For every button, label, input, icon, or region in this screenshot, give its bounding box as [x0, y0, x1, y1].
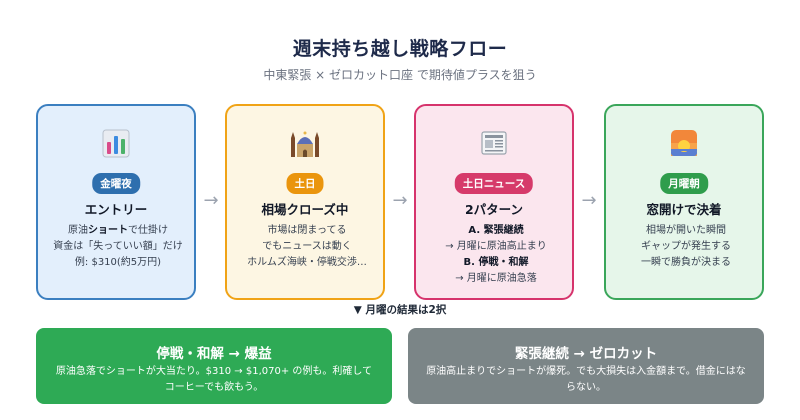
step-badge: 土日 [286, 173, 324, 194]
diagram-title: 週末持ち越し戦略フロー [292, 38, 508, 60]
step-line: 市場は閉まってる [267, 225, 347, 236]
flow-arrow: → [392, 190, 408, 211]
result-note: ▼ 月曜の結果は2択 [353, 304, 447, 316]
emphasis-text: ショート [88, 225, 128, 236]
sunrise-icon [606, 126, 762, 160]
step-line: ギャップが発生する [641, 241, 731, 252]
step-description: 原油ショートで仕掛け 資金は「失っていい額」だけ 例: $310(約5万円) [48, 223, 188, 271]
step-line: 例: $310(約5万円) [74, 257, 162, 268]
step-card-market-closed: 土日 相場クローズ中 市場は閉まってる でもニュースは動く ホルムズ海峡・停戦交… [225, 104, 385, 300]
step-title: 相場クローズ中 [261, 202, 349, 217]
step-badge: 土日ニュース [454, 173, 534, 194]
step-line: 一瞬で勝負が決まる [641, 257, 731, 268]
scenario-b-label: B. 停戦・和解 [463, 257, 529, 268]
step-title: 窓開けで決着 [646, 202, 722, 217]
diagram-subtitle: 中東緊張 × ゼロカット口座 で期待値プラスを狙う [263, 68, 537, 82]
flow-arrow: → [203, 190, 219, 211]
scenario-a-label: A. 緊張継続 [468, 225, 524, 236]
bar-chart-icon [38, 126, 194, 160]
flow-arrow: → [581, 190, 597, 211]
newspaper-icon [416, 126, 572, 160]
step-description: A. 緊張継続 → 月曜に原油高止まり B. 停戦・和解 → 月曜に原油急落 [426, 223, 566, 287]
step-title: 2パターン [464, 202, 524, 217]
step-description: 市場は閉まってる でもニュースは動く ホルムズ海峡・停戦交渉… [237, 223, 377, 271]
mosque-icon [227, 126, 383, 160]
outcome-title: 停戦・和解 → 爆益 [156, 346, 272, 362]
step-badge: 月曜朝 [660, 173, 708, 194]
step-card-entry: 金曜夜 エントリー 原油ショートで仕掛け 資金は「失っていい額」だけ 例: $3… [36, 104, 196, 300]
step-line: 資金は「失っていい額」だけ [53, 241, 183, 252]
outcome-panel-zero-cut: 緊張継続 → ゼロカット 原油高止まりでショートが爆死。でも大損失は入金額まで。… [408, 328, 764, 404]
step-line: 原油ショートで仕掛け [68, 225, 168, 236]
step-card-weekend-news: 土日ニュース 2パターン A. 緊張継続 → 月曜に原油高止まり B. 停戦・和… [414, 104, 574, 300]
step-line: 相場が開いた瞬間 [646, 225, 726, 236]
outcome-panel-profit: 停戦・和解 → 爆益 原油急落でショートが大当たり。$310 → $1,070+… [36, 328, 392, 404]
outcome-description: 原油急落でショートが大当たり。$310 → $1,070+ の例も。利確してコー… [55, 366, 373, 393]
step-badge: 金曜夜 [92, 173, 140, 194]
step-card-monday-open: 月曜朝 窓開けで決着 相場が開いた瞬間 ギャップが発生する 一瞬で勝負が決まる [604, 104, 764, 300]
step-line: → 月曜に原油急落 [455, 273, 537, 284]
step-line: ホルムズ海峡・停戦交渉… [247, 257, 367, 268]
step-line: でもニュースは動く [262, 241, 352, 252]
step-description: 相場が開いた瞬間 ギャップが発生する 一瞬で勝負が決まる [616, 223, 756, 271]
step-title: エントリー [84, 202, 148, 217]
outcome-title: 緊張継続 → ゼロカット [514, 346, 658, 362]
outcome-description: 原油高止まりでショートが爆死。でも大損失は入金額まで。借金にはならない。 [426, 366, 746, 393]
step-line: → 月曜に原油高止まり [445, 241, 547, 252]
